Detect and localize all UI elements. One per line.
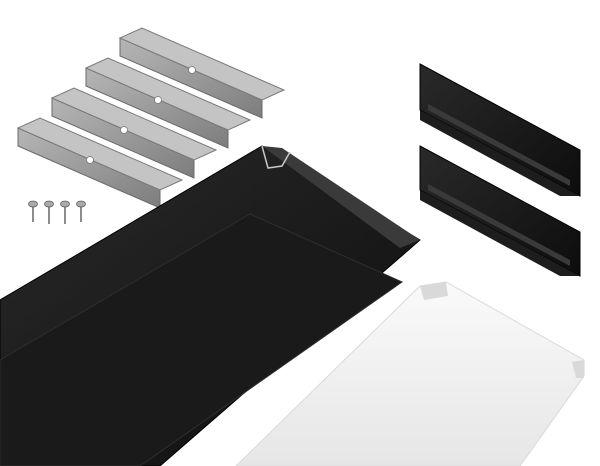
aluminium-profile bbox=[0, 145, 421, 466]
diffuser-cover bbox=[235, 281, 585, 466]
screw bbox=[44, 200, 54, 224]
mounting-clip bbox=[50, 87, 218, 179]
screw bbox=[76, 200, 86, 222]
mounting-clip bbox=[118, 27, 286, 119]
end-cap bbox=[419, 145, 581, 277]
end-caps bbox=[419, 63, 581, 277]
mounting-clip bbox=[16, 117, 184, 209]
mounting-clips bbox=[16, 27, 286, 209]
mounting-clip bbox=[84, 57, 252, 149]
screw bbox=[28, 200, 38, 222]
screws bbox=[28, 200, 86, 224]
screw bbox=[60, 200, 70, 224]
end-cap bbox=[419, 63, 581, 197]
